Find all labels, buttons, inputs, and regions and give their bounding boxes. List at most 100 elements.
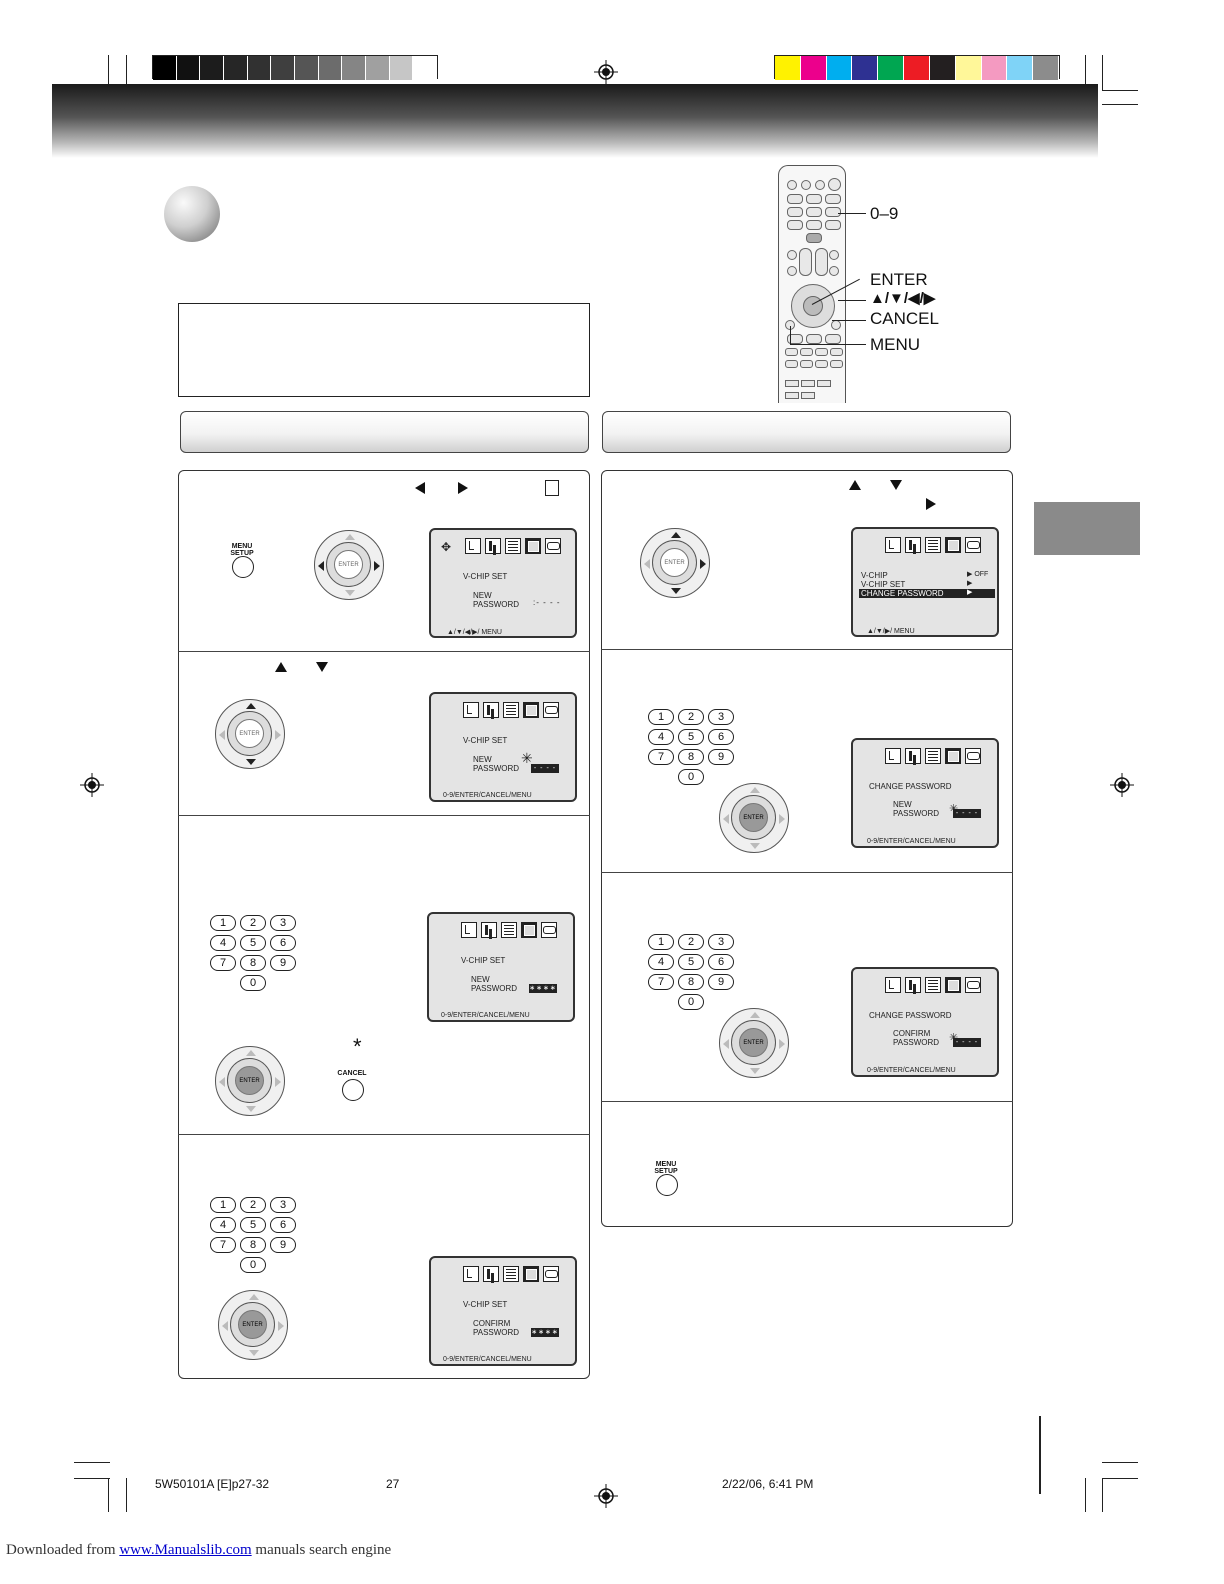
number-key-7[interactable]: 7 <box>648 749 674 765</box>
number-key-9[interactable]: 9 <box>708 749 734 765</box>
number-key-5[interactable]: 5 <box>678 954 704 970</box>
remote-control-illustration <box>778 165 846 403</box>
chapter-tab <box>1034 502 1140 555</box>
move-cursor-icon: ✥ <box>441 540 452 554</box>
dpad-left-right[interactable]: ENTER <box>314 530 384 600</box>
osd-field2: PASSWORD <box>473 764 520 773</box>
step-divider <box>178 815 590 816</box>
number-key-6[interactable]: 6 <box>708 729 734 745</box>
step-divider <box>601 872 1013 873</box>
osd-row-vchip-set: V-CHIP SET <box>861 580 906 589</box>
crop-mark <box>108 55 109 91</box>
crop-mark <box>126 1478 127 1512</box>
crop-mark <box>108 1478 109 1512</box>
number-key-0[interactable]: 0 <box>678 769 704 785</box>
osd-field1: NEW <box>473 755 492 764</box>
step-divider <box>601 649 1013 650</box>
enter-button[interactable]: ENTER <box>235 719 264 748</box>
number-key-4[interactable]: 4 <box>210 935 236 951</box>
dpad-up-down-right[interactable]: ENTER <box>640 528 710 598</box>
osd-screen-right-step1: V-CHIP ▶ OFF V-CHIP SET ▶ CHANGE PASSWOR… <box>851 527 999 637</box>
crop-mark <box>1085 1478 1086 1512</box>
number-key-8[interactable]: 8 <box>240 955 266 971</box>
number-key-3[interactable]: 3 <box>270 915 296 931</box>
number-key-4[interactable]: 4 <box>648 954 674 970</box>
number-key-2[interactable]: 2 <box>240 1197 266 1213</box>
number-key-7[interactable]: 7 <box>648 974 674 990</box>
number-key-5[interactable]: 5 <box>240 1217 266 1233</box>
number-key-6[interactable]: 6 <box>270 1217 296 1233</box>
cancel-button[interactable] <box>342 1079 364 1101</box>
osd-password-value: - - - - <box>531 764 559 773</box>
number-key-5[interactable]: 5 <box>240 935 266 951</box>
menu-setup-button[interactable] <box>656 1174 678 1196</box>
menu-setup-button[interactable] <box>232 556 254 578</box>
number-key-8[interactable]: 8 <box>678 749 704 765</box>
number-key-0[interactable]: 0 <box>240 1257 266 1273</box>
number-key-1[interactable]: 1 <box>648 709 674 725</box>
enter-dpad[interactable]: ENTER <box>215 1046 285 1116</box>
number-key-8[interactable]: 8 <box>678 974 704 990</box>
osd-hint: 0-9/ENTER/CANCEL/MENU <box>443 1356 532 1363</box>
dpad-up-down[interactable]: ENTER <box>215 699 285 769</box>
enter-dpad[interactable]: ENTER <box>218 1290 288 1360</box>
number-key-2[interactable]: 2 <box>240 915 266 931</box>
osd-field2: PASSWORD <box>473 1328 520 1337</box>
number-key-3[interactable]: 3 <box>270 1197 296 1213</box>
osd-password-value: ∗∗∗∗ <box>529 984 557 993</box>
osd-title: V-CHIP SET <box>463 572 508 581</box>
grayscale-calibration-bar <box>152 55 438 80</box>
number-key-9[interactable]: 9 <box>270 955 296 971</box>
enter-button[interactable]: ENTER <box>238 1310 267 1339</box>
registration-mark-icon <box>594 60 618 84</box>
number-key-8[interactable]: 8 <box>240 1237 266 1253</box>
number-key-0[interactable]: 0 <box>678 994 704 1010</box>
number-key-1[interactable]: 1 <box>210 1197 236 1213</box>
number-key-9[interactable]: 9 <box>708 974 734 990</box>
number-key-4[interactable]: 4 <box>210 1217 236 1233</box>
osd-row-vchip-set-arrow: ▶ <box>967 580 973 587</box>
osd-screen-left-step1: ✥ V-CHIP SET NEW PASSWORD :- - - - ▲/▼/◀… <box>429 528 577 638</box>
number-key-1[interactable]: 1 <box>210 915 236 931</box>
header-banner <box>52 84 1098 158</box>
enter-button[interactable]: ENTER <box>739 803 768 832</box>
osd-title: V-CHIP SET <box>463 736 508 745</box>
enter-dpad[interactable]: ENTER <box>719 1008 789 1078</box>
number-key-7[interactable]: 7 <box>210 1237 236 1253</box>
osd-field1: CONFIRM <box>893 1029 931 1038</box>
number-key-7[interactable]: 7 <box>210 955 236 971</box>
number-key-4[interactable]: 4 <box>648 729 674 745</box>
section-bullet-icon <box>164 186 220 242</box>
color-calibration-bar <box>774 55 1060 80</box>
blink-sparkle-icon: ✳ <box>949 1032 959 1044</box>
enter-button[interactable]: ENTER <box>660 548 689 577</box>
crop-mark <box>74 1478 110 1479</box>
enter-dpad[interactable]: ENTER <box>719 783 789 853</box>
number-key-6[interactable]: 6 <box>270 935 296 951</box>
menu-setup-caption: MENU SETUP <box>654 1161 678 1175</box>
number-key-2[interactable]: 2 <box>678 934 704 950</box>
enter-button[interactable]: ENTER <box>739 1028 768 1057</box>
callout-digits: 0–9 <box>870 204 899 223</box>
number-key-5[interactable]: 5 <box>678 729 704 745</box>
registration-mark-icon <box>1110 773 1134 797</box>
number-key-3[interactable]: 3 <box>708 709 734 725</box>
enter-button[interactable]: ENTER <box>334 550 363 579</box>
number-key-2[interactable]: 2 <box>678 709 704 725</box>
osd-field2: PASSWORD <box>893 1038 940 1047</box>
osd-field2: PASSWORD <box>893 809 940 818</box>
registration-mark-icon <box>80 773 104 797</box>
number-key-6[interactable]: 6 <box>708 954 734 970</box>
number-key-1[interactable]: 1 <box>648 934 674 950</box>
crop-mark <box>1102 90 1138 91</box>
number-key-0[interactable]: 0 <box>240 975 266 991</box>
enter-button[interactable]: ENTER <box>235 1066 264 1095</box>
download-prefix: Downloaded from <box>6 1542 116 1558</box>
manualslib-link[interactable]: www.Manualslib.com <box>119 1542 252 1558</box>
number-key-3[interactable]: 3 <box>708 934 734 950</box>
number-key-9[interactable]: 9 <box>270 1237 296 1253</box>
